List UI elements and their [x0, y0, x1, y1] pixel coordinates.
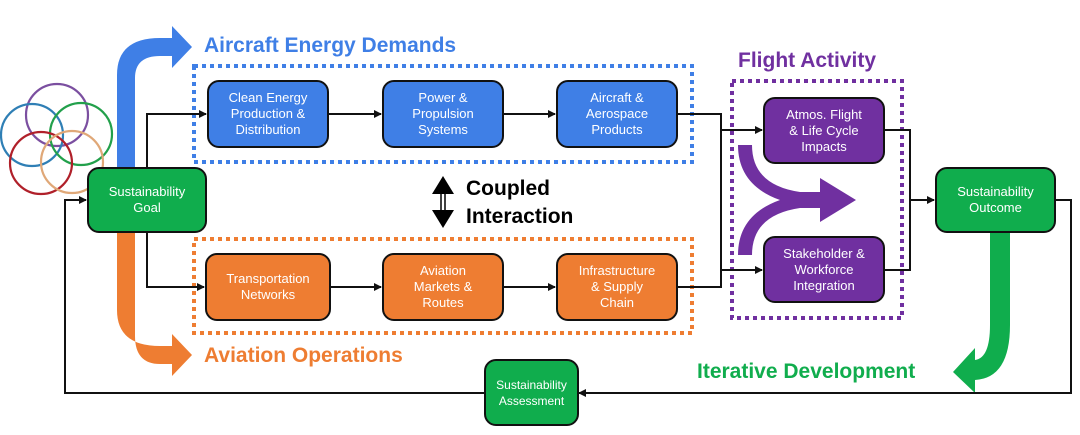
feedback-loop-connector [578, 199, 1072, 397]
logo-circle-blue [0, 102, 65, 168]
operations-flow-arrow-icon [117, 232, 192, 376]
node-power-propulsion: Power & Propulsion Systems [382, 80, 504, 148]
node-clean-energy: Clean Energy Production & Distribution [207, 80, 329, 148]
energy-flow-arrow-icon [117, 26, 192, 168]
node-transportation-networks: Transportation Networks [205, 253, 331, 321]
coupled-interaction-label: Coupled Interaction [466, 177, 574, 228]
flight-group-border [730, 79, 904, 320]
logo-circle-tan [39, 129, 105, 195]
energy-to-flight-connector [677, 113, 722, 288]
logo-circle-red [8, 130, 74, 196]
goal-to-clean-energy-connector [146, 110, 207, 168]
node-stakeholder: Stakeholder & Workforce Integration [763, 236, 885, 303]
node-aviation-markets: Aviation Markets & Routes [382, 253, 504, 321]
goal-to-transport-connector [146, 232, 205, 291]
logo-circle-purple [24, 82, 90, 148]
node-sustainability-assessment: Sustainability Assessment [484, 359, 579, 426]
overlapping-circles-logo-icon [0, 82, 114, 196]
coupled-interaction-arrow-icon [432, 176, 454, 228]
node-sustainability-goal: Sustainability Goal [87, 167, 207, 233]
energy-group-title: Aircraft Energy Demands [204, 34, 457, 57]
iterative-arrow-icon [953, 232, 1010, 393]
node-infrastructure: Infrastructure & Supply Chain [556, 253, 678, 321]
operations-group-title: Aviation Operations [204, 344, 403, 367]
assessment-to-goal-connector [64, 196, 485, 394]
node-aircraft-products: Aircraft & Aerospace Products [556, 80, 678, 148]
node-atmos-flight: Atmos. Flight & Life Cycle Impacts [763, 97, 885, 164]
merge-arrow-icon [738, 145, 856, 255]
flight-to-outcome-connector [884, 129, 911, 271]
iterative-group-title: Iterative Development [697, 360, 916, 383]
node-sustainability-outcome: Sustainability Outcome [935, 167, 1056, 233]
flight-group-title: Flight Activity [738, 49, 877, 72]
